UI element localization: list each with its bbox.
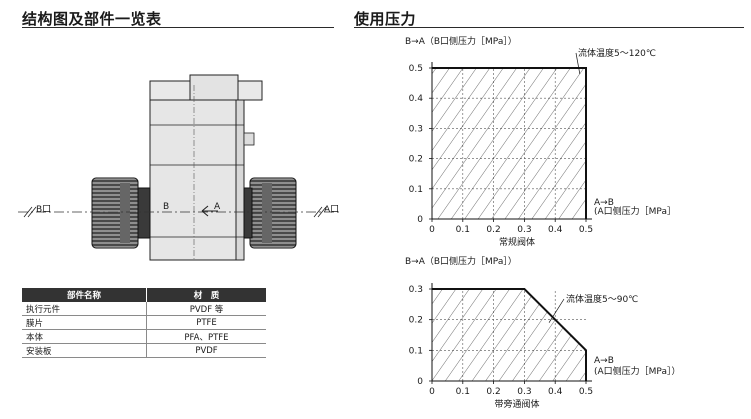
- y-tick-label: 0.2: [409, 316, 423, 326]
- table-row: 执行元件 PVDF 等: [22, 302, 266, 316]
- y-tick-label: 0.1: [409, 185, 423, 195]
- y-tick-label: 0: [417, 215, 423, 225]
- x-tick-label: 0.3: [517, 387, 531, 397]
- x-tick-label: 0: [429, 225, 435, 235]
- part-material: PVDF: [146, 343, 266, 358]
- header-material: 材 质: [146, 288, 266, 302]
- valve-body: [149, 99, 237, 261]
- operating-area: [432, 68, 586, 219]
- temperature-annotation: 流体温度5～120℃: [578, 47, 656, 59]
- y-tick-label: 0.4: [409, 94, 424, 104]
- inner-a-label: A: [214, 202, 221, 212]
- limit-line: [432, 288, 587, 381]
- part-name: 安装板: [22, 343, 147, 358]
- x-axis-label: A→B: [594, 198, 614, 208]
- x-tick-label: 0.5: [579, 225, 593, 235]
- table-row: 膜片 PTFE: [22, 315, 266, 330]
- operating-area: [432, 289, 586, 381]
- x-tick-label: 0.3: [517, 225, 531, 235]
- y-axis-label: B→A（B口侧压力［MPa］）: [405, 255, 517, 267]
- port-b-label: B口: [36, 205, 52, 215]
- annotation-leader: [575, 52, 581, 75]
- port-a-label: A口: [324, 205, 340, 215]
- y-tick-label: 0: [417, 377, 423, 387]
- y-tick-label: 0.3: [409, 124, 423, 134]
- chart-title: 带旁通阀体: [494, 398, 539, 410]
- y-tick-label: 0.2: [409, 155, 423, 165]
- annotation-leader: [548, 298, 565, 323]
- section-title-pressure: 使用压力: [354, 10, 417, 28]
- flow-arrow-icon: [201, 205, 218, 217]
- y-tick-label: 0.3: [409, 285, 423, 295]
- part-material: PTFE: [146, 315, 266, 330]
- section-divider: [22, 27, 334, 28]
- section-title-structure: 结构图及部件一览表: [22, 10, 162, 28]
- inner-b-label: B: [163, 202, 170, 212]
- x-tick-label: 0.1: [456, 387, 470, 397]
- x-tick-label: 0: [429, 387, 435, 397]
- table-row: 安装板 PVDF: [22, 343, 266, 358]
- x-axis-label: A→B: [594, 356, 614, 366]
- chart-title: 常规阀体: [499, 236, 535, 248]
- section-divider: [354, 27, 744, 28]
- y-tick-label: 0.5: [409, 64, 423, 74]
- x-tick-label: 0.4: [548, 225, 563, 235]
- table-row: 本体 PFA、PTFE: [22, 329, 266, 344]
- header-part-name: 部件名称: [22, 288, 147, 302]
- x-tick-label: 0.5: [579, 387, 593, 397]
- x-tick-label: 0.1: [456, 225, 470, 235]
- x-axis-label: (A口侧压力［MPa］: [594, 205, 676, 217]
- actuator-top: [189, 74, 239, 101]
- x-tick-label: 0.2: [486, 387, 500, 397]
- table-header-row: 部件名称 材 质: [22, 288, 266, 302]
- x-tick-label: 0.2: [486, 225, 500, 235]
- temperature-annotation: 流体温度5～90℃: [566, 293, 638, 305]
- x-tick-label: 0.4: [548, 387, 563, 397]
- part-name: 膜片: [22, 315, 147, 330]
- part-material: PVDF 等: [146, 302, 266, 316]
- part-name: 本体: [22, 329, 147, 344]
- limit-line: [432, 67, 587, 219]
- parts-table: 部件名称 材 质 执行元件 PVDF 等 膜片 PTFE 本体 PFA、PTFE…: [22, 288, 266, 358]
- y-axis-label: B→A（B口侧压力［MPa］）: [405, 35, 517, 47]
- valve-structure-drawing: [18, 74, 340, 261]
- part-name: 执行元件: [22, 302, 147, 316]
- x-axis-label: (A口侧压力［MPa］）: [594, 365, 680, 377]
- part-material: PFA、PTFE: [146, 329, 266, 344]
- y-tick-label: 0.1: [409, 346, 423, 356]
